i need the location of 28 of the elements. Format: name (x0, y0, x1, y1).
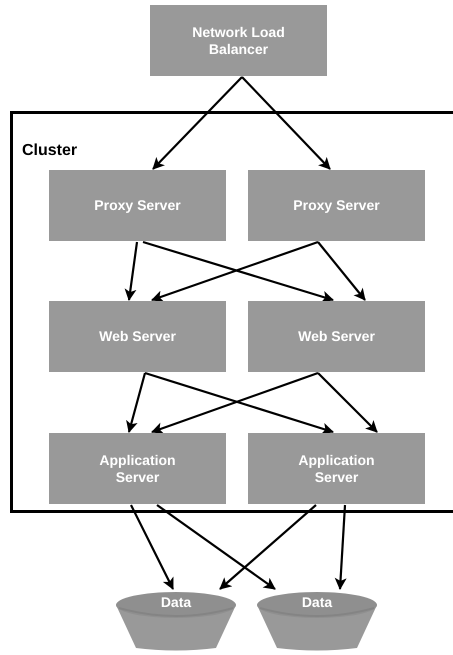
server-box (49, 433, 226, 504)
node-label: Proxy Server (94, 197, 181, 214)
server-box (248, 170, 425, 241)
arrow (130, 504, 174, 590)
arrow (241, 76, 331, 170)
cluster-frame (10, 111, 453, 513)
server-box (248, 301, 425, 372)
arrow (317, 372, 378, 433)
server-box (150, 5, 327, 76)
node-label: Application Server (98, 452, 177, 486)
server-box (49, 301, 226, 372)
arrow (317, 241, 366, 301)
node-label: Proxy Server (293, 197, 380, 214)
server-box (248, 433, 425, 504)
arrow (126, 372, 146, 433)
server-box (49, 170, 226, 241)
arrow (152, 76, 243, 170)
node-label: Data (160, 594, 192, 610)
node-label: Web Server (298, 328, 375, 345)
arrow (156, 504, 276, 590)
arrow (124, 242, 138, 301)
node-label: Application Server (297, 452, 376, 486)
node-label: Web Server (99, 328, 176, 345)
node-label: Network Load Balancer (191, 24, 286, 58)
arrow (334, 504, 347, 590)
cluster-label: Cluster (22, 142, 78, 160)
arrow (219, 504, 317, 590)
node-label: Data (300, 594, 334, 610)
